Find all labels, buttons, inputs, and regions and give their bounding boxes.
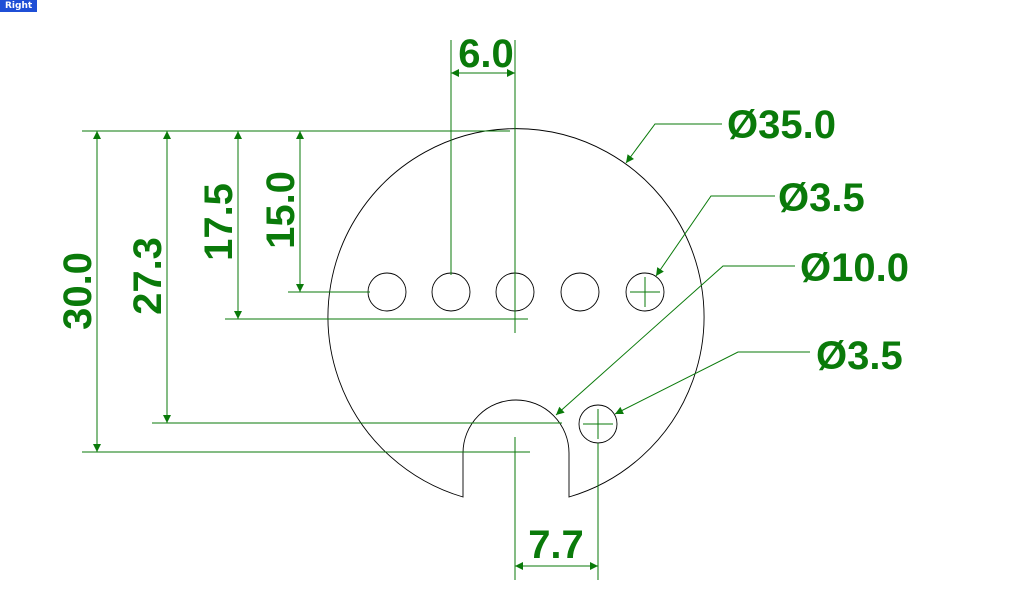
leader-slot-diameter xyxy=(555,265,795,416)
hole-1 xyxy=(367,272,407,312)
leaders xyxy=(555,123,810,416)
dim-slot-center-from-top[interactable]: 30.0 xyxy=(56,252,100,330)
dim-center-from-top[interactable]: 17.5 xyxy=(197,183,241,261)
outer-profile-with-slot xyxy=(327,128,705,498)
dim-holes-from-top[interactable]: 15.0 xyxy=(259,171,303,249)
dim-small-hole-top[interactable]: Ø3.5 xyxy=(778,176,865,220)
dim-small-hole-bottom[interactable]: Ø3.5 xyxy=(816,334,903,378)
dimension-lines xyxy=(93,69,598,570)
hole-2 xyxy=(431,272,471,312)
viewport-label-tab[interactable]: Right xyxy=(0,0,38,12)
dim-slot-diameter[interactable]: Ø10.0 xyxy=(800,246,909,290)
leader-small-hole-top xyxy=(655,195,775,277)
extension-lines xyxy=(82,40,599,580)
dim-outer-diameter[interactable]: Ø35.0 xyxy=(727,103,836,147)
dim-slot-top-from-top[interactable]: 27.3 xyxy=(126,237,170,315)
dim-slot-offset[interactable]: 7.7 xyxy=(528,523,584,567)
center-marks xyxy=(514,270,660,439)
leader-outer-diameter xyxy=(625,123,722,164)
dim-hole-spacing[interactable]: 6.0 xyxy=(458,32,514,76)
hole-4 xyxy=(560,272,600,312)
leader-small-hole-bottom xyxy=(614,351,810,415)
part-geometry xyxy=(327,128,705,498)
hole-5 xyxy=(625,272,665,312)
